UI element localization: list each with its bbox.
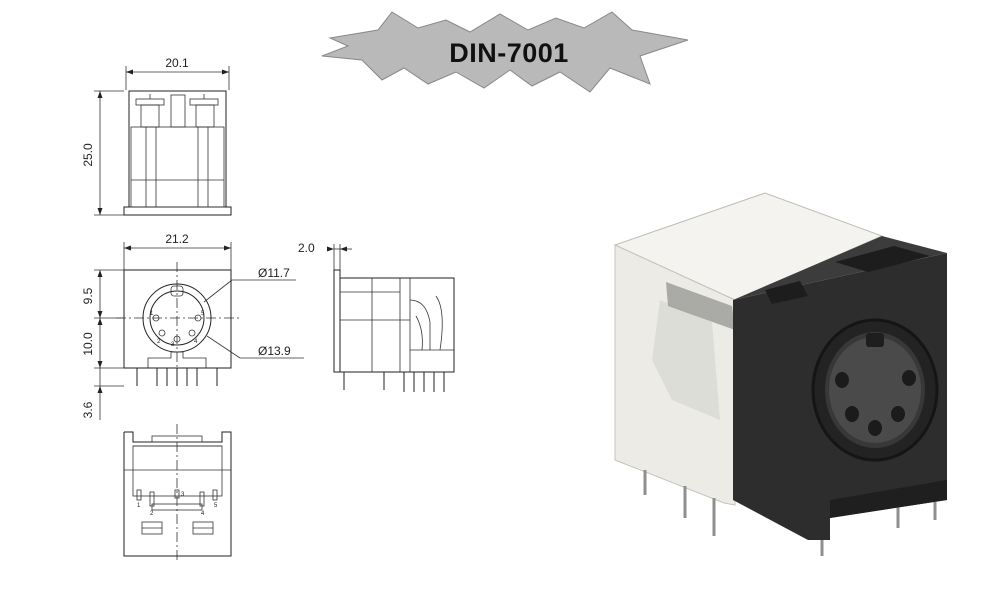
dim-upper-height: 9.5 bbox=[81, 287, 95, 304]
front-view: 21.2 9.5 10.0 3.6 1 2 3 4 5 bbox=[81, 232, 304, 420]
front-view-pins bbox=[136, 368, 218, 386]
dim-top-width: 20.1 bbox=[165, 56, 189, 70]
top-view: 20.1 25.0 bbox=[81, 56, 232, 216]
bottom-pin-5: 5 bbox=[214, 503, 218, 509]
dim-side-offset: 2.0 bbox=[298, 241, 315, 255]
front-pin-3: 3 bbox=[171, 342, 175, 348]
banner-starburst bbox=[321, 11, 689, 93]
front-pin-1: 1 bbox=[150, 311, 154, 317]
dim-lower-height: 10.0 bbox=[81, 332, 95, 356]
front-pin-2: 2 bbox=[157, 339, 161, 345]
dim-top-height: 25.0 bbox=[81, 143, 95, 167]
dim-outer-diameter: Ø13.9 bbox=[258, 344, 291, 358]
bottom-pin-1: 1 bbox=[137, 503, 141, 509]
title-banner: DIN-7001 bbox=[321, 11, 689, 93]
bottom-pin-4: 4 bbox=[201, 511, 205, 517]
bottom-pin-2: 2 bbox=[150, 511, 154, 517]
side-view: 2.0 bbox=[298, 241, 455, 392]
bottom-view: 1 2 3 4 5 bbox=[123, 424, 232, 562]
dim-front-width: 21.2 bbox=[165, 232, 189, 246]
product-photo bbox=[613, 192, 947, 556]
front-pin-5: 5 bbox=[201, 311, 205, 317]
dim-inner-diameter: Ø11.7 bbox=[258, 266, 290, 280]
side-view-pins bbox=[343, 372, 445, 392]
front-pin-4: 4 bbox=[194, 339, 198, 345]
banner-title: DIN-7001 bbox=[449, 38, 569, 68]
dim-pin-length: 3.6 bbox=[81, 401, 95, 418]
bottom-pin-3: 3 bbox=[181, 492, 185, 498]
